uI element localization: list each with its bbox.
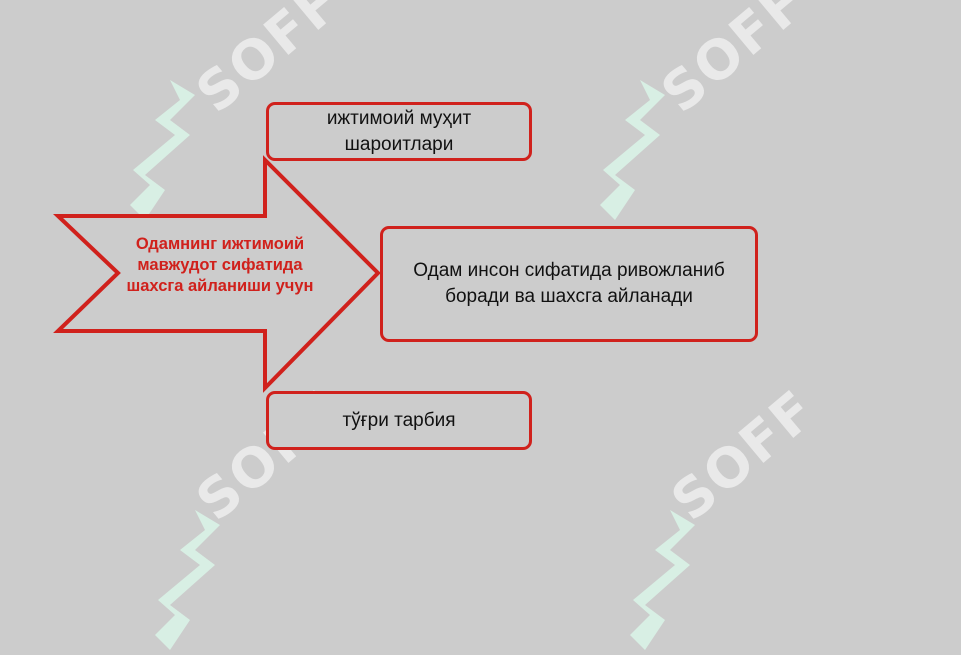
logo-watermark-icon	[130, 80, 195, 220]
result-box: Одам инсон сифатида ривожланиб боради ва…	[380, 226, 758, 342]
arrow-label: Одамнинг ижтимоий мавжудот сифатида шахс…	[126, 235, 314, 295]
result-text: Одам инсон сифатида ривожланиб боради ва…	[413, 260, 725, 307]
bottom-factor-box: тўғри тарбия	[266, 391, 532, 450]
bottom-factor-text: тўғри тарбия	[342, 409, 456, 431]
top-factor-box: ижтимоий муҳит шароитлари	[266, 102, 532, 161]
diagram-canvas: SOFF SOFF SOFF SOFF Одамнинг ижтимоий ма…	[52, 0, 828, 650]
process-arrow	[52, 155, 381, 393]
logo-watermark-icon	[600, 80, 665, 220]
top-factor-text: ижтимоий муҳит шароитлари	[326, 107, 472, 155]
